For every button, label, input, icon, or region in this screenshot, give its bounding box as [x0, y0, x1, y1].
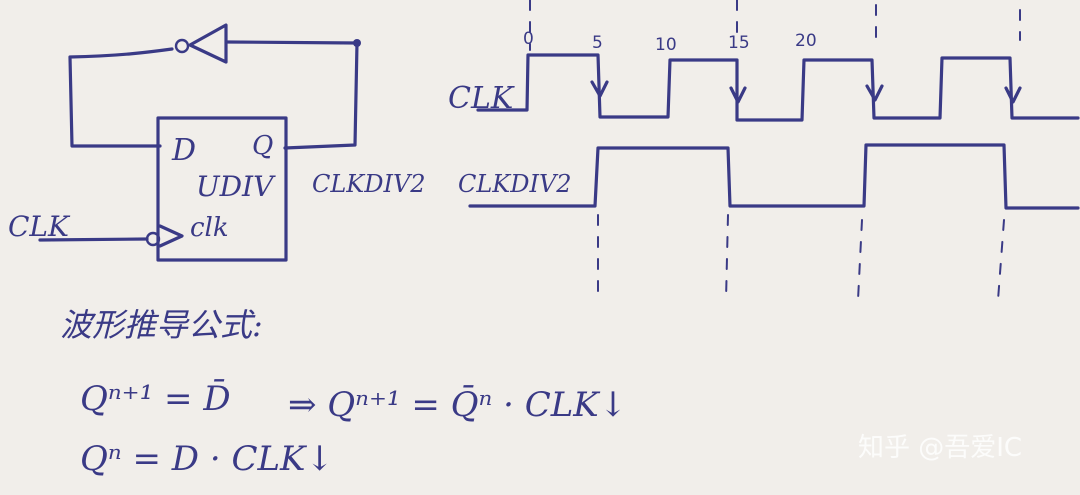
tick-label: 10: [655, 35, 677, 55]
clkdiv2-waveform: [468, 143, 1080, 210]
tick-label: 5: [592, 33, 603, 53]
formula-line-2: Qⁿ = D · CLK↓: [80, 439, 334, 479]
tick-label: 0: [523, 29, 534, 49]
inverter-gate: [174, 23, 228, 64]
clk-waveform: [476, 53, 1080, 122]
formula-heading: 波形推导公式:: [60, 306, 263, 344]
pin-q-label: Q: [252, 131, 273, 161]
clk-input-label: CLK: [8, 210, 71, 243]
feedback-wire-right: [283, 41, 359, 150]
falling-edge-arrow: [590, 80, 609, 98]
clk-input-wire: [38, 237, 149, 242]
clkdiv2-waveform-label: CLKDIV2: [458, 170, 572, 198]
formula-line-3: ⇒ Qⁿ⁺¹ = Q̄ⁿ · CLK↓: [288, 384, 627, 425]
feedback-wire-top: [226, 40, 359, 45]
guide-line: [725, 214, 729, 301]
feedback-wire-left: [68, 47, 174, 148]
flip-flop-box: [156, 116, 288, 262]
circuit-diagram: D Q UDIV clk CLK CLKDIV2: [8, 23, 426, 262]
watermark: 知乎 @吾爱IC: [858, 433, 1022, 463]
falling-edge-arrow: [1004, 86, 1022, 104]
block-label: UDIV: [196, 170, 276, 203]
tick-label: 20: [795, 31, 817, 51]
formula-section: 波形推导公式: Qⁿ⁺¹ = D̄ Qⁿ = D · CLK↓ ⇒ Qⁿ⁺¹ =…: [60, 306, 627, 479]
tick-label: 15: [728, 33, 750, 53]
guide-line: [857, 219, 863, 301]
clk-triangle: [158, 224, 184, 248]
clkdiv2-output-label: CLKDIV2: [312, 170, 426, 198]
formula-line-1: Qⁿ⁺¹ = D̄: [80, 378, 231, 419]
timing-diagram: 0 5 10 15 20 CLK CLKDIV2: [448, 0, 1080, 301]
pin-clk-label: clk: [190, 213, 229, 243]
falling-edge-arrow: [865, 84, 884, 102]
pin-d-label: D: [171, 133, 196, 168]
falling-edge-arrow: [729, 86, 747, 104]
junction-dot: [353, 39, 361, 47]
guide-line: [997, 219, 1005, 301]
